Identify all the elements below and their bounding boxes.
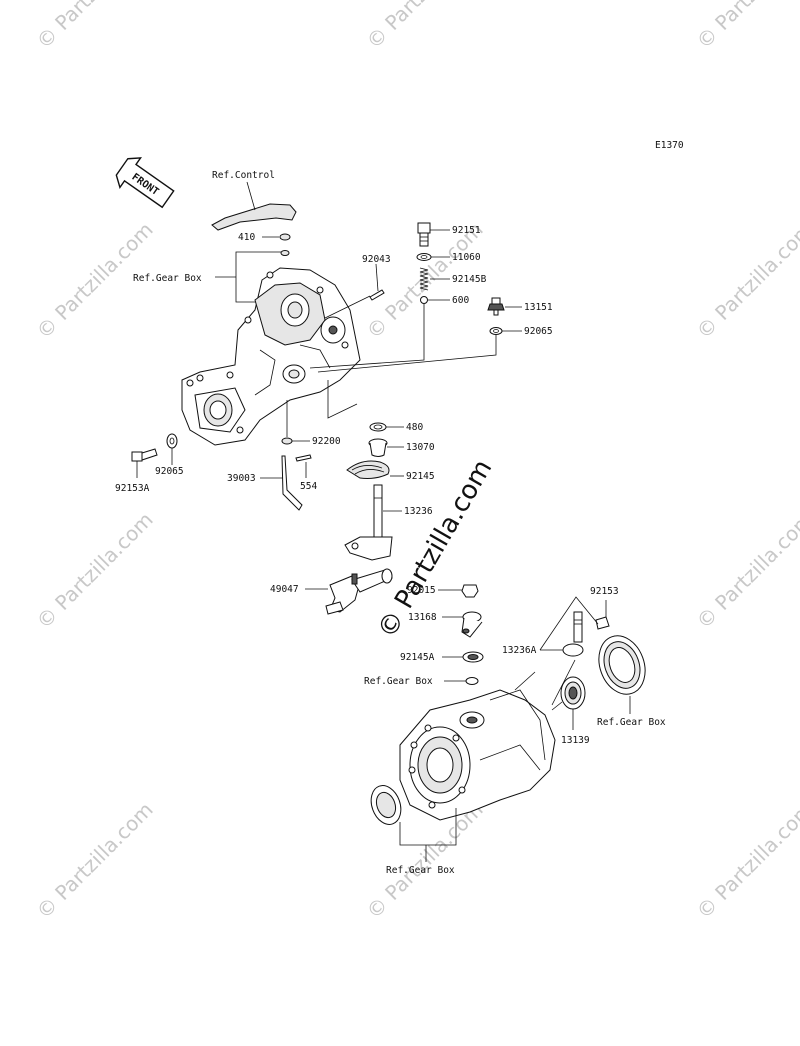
label-ref-gear-box-2: Ref.Gear Box (364, 676, 433, 687)
label-ref-gear-box-1: Ref.Gear Box (133, 273, 202, 284)
label-49047: 49047 (270, 584, 299, 595)
label-92153a: 92153A (115, 483, 150, 494)
label-ref-gear-box-4: Ref.Gear Box (386, 865, 455, 876)
label-13151: 13151 (524, 302, 553, 313)
label-ref-control: Ref.Control (212, 170, 275, 181)
watermark: © Partzilla.com (692, 0, 800, 54)
label-480: 480 (406, 422, 423, 433)
part-92153: 92153 (590, 586, 619, 630)
label-92145a: 92145A (400, 652, 435, 663)
part-13236a: 13236A (502, 596, 599, 657)
part-92151: 92151 (417, 222, 481, 247)
lower-gearbox-housing (399, 659, 576, 821)
label-13070: 13070 (406, 442, 435, 453)
label-92153: 92153 (590, 586, 619, 597)
part-13236: 13236 (344, 484, 433, 561)
part-92145: 92145 (346, 460, 435, 482)
label-410: 410 (238, 232, 255, 243)
upper-gearbox-housing (181, 267, 361, 446)
part-11060: 11060 (416, 252, 481, 263)
watermark: © Partzilla.com (32, 507, 158, 633)
ref-gear-box-1: Ref.Gear Box (133, 250, 290, 303)
part-554: 554 (295, 454, 317, 492)
part-92153a: 92153A (115, 448, 158, 494)
label-92065-right: 92065 (524, 326, 553, 337)
label-39003: 39003 (227, 473, 256, 484)
part-92145b: 92145B (419, 267, 487, 291)
label-92151: 92151 (452, 225, 481, 236)
label-ref-gear-box-3: Ref.Gear Box (597, 717, 666, 728)
label-92043: 92043 (362, 254, 391, 265)
part-13151: 13151 (487, 297, 553, 316)
leader-480 (327, 380, 358, 419)
label-92065-left: 92065 (155, 466, 184, 477)
label-92015: 92015 (407, 585, 436, 596)
label-92145b: 92145B (452, 274, 487, 285)
ref-gear-box-2: Ref.Gear Box (364, 676, 479, 687)
label-13168: 13168 (408, 612, 437, 623)
label-554: 554 (300, 481, 317, 492)
label-92145: 92145 (406, 471, 435, 482)
watermark: © Partzilla.com (692, 217, 800, 343)
label-11060: 11060 (452, 252, 481, 263)
part-13139: 13139 (560, 676, 590, 746)
part-13070: 13070 (368, 438, 435, 457)
part-92015: 92015 (407, 584, 479, 598)
part-92200: 92200 (281, 400, 341, 447)
part-410: 410 (238, 232, 291, 243)
ref-gear-box-4-seal: Ref.Gear Box (370, 785, 457, 876)
part-39003: 39003 (227, 455, 303, 511)
watermark: © Partzilla.com (692, 797, 800, 923)
part-13168: 13168 (408, 611, 483, 638)
part-600: 600 (309, 295, 469, 369)
part-92145a: 92145A (400, 651, 484, 663)
watermark: © Partzilla.com (32, 0, 158, 54)
watermark: © Partzilla.com (32, 797, 158, 923)
label-13236a: 13236A (502, 645, 537, 656)
control-bracket: Ref.Control (211, 170, 297, 231)
diagram-code: E1370 (655, 140, 684, 151)
part-92065-left: 92065 (155, 433, 184, 477)
part-92043: 92043 (324, 254, 391, 319)
watermark: © Partzilla.com (692, 507, 800, 633)
ref-gear-box-3-bearing: Ref.Gear Box (597, 635, 666, 728)
part-49047: 49047 (270, 568, 393, 615)
label-13236: 13236 (404, 506, 433, 517)
label-13139: 13139 (561, 735, 590, 746)
front-arrow-icon: FRONT (115, 157, 175, 209)
label-92200: 92200 (312, 436, 341, 447)
part-480: 480 (369, 422, 423, 433)
watermark: © Partzilla.com (362, 0, 488, 54)
label-600: 600 (452, 295, 469, 306)
part-92065-right: 92065 (317, 326, 553, 373)
